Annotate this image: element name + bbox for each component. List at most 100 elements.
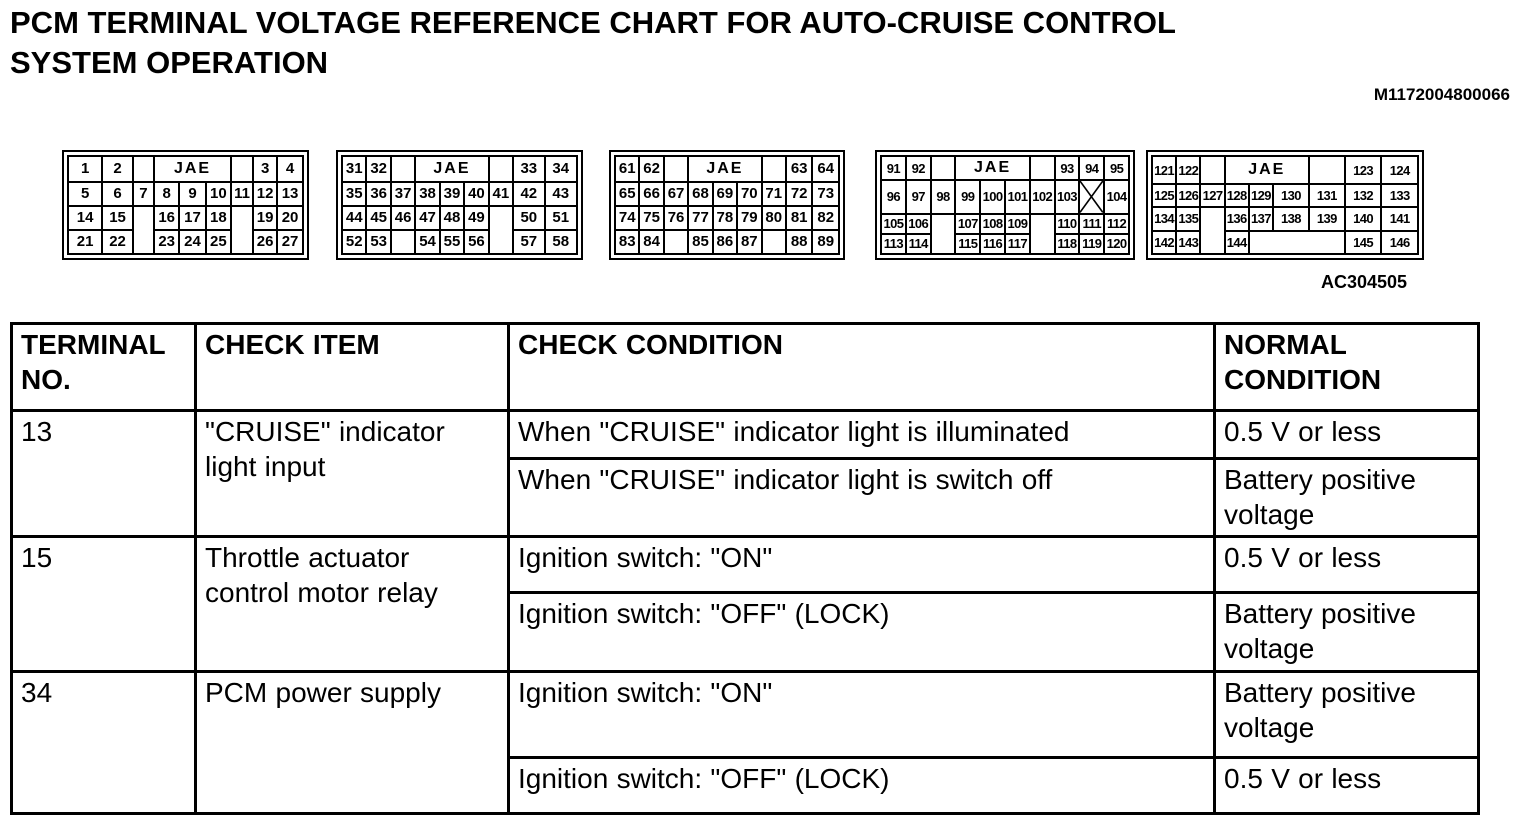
connector-pin-88: 88 [784, 228, 814, 256]
connector-gap [231, 230, 253, 254]
connector-pin-141: 141 [1380, 206, 1419, 232]
connector-pin-23: 23 [152, 228, 181, 256]
col-header-normal-condition: NORMAL CONDITION [1213, 322, 1480, 412]
page-title-line-1: PCM TERMINAL VOLTAGE REFERENCE CHART FOR… [10, 5, 1176, 40]
connector-pin-97: 97 [904, 179, 932, 215]
connector-pin-98: 98 [929, 179, 957, 215]
connector-pin-93: 93 [1053, 154, 1081, 182]
connector-pin-12: 12 [252, 180, 279, 207]
connector-pin-101: 101 [1003, 179, 1031, 215]
connector-pin-112: 112 [1103, 212, 1130, 235]
connector-pin-99: 99 [954, 179, 982, 215]
table-row: When "CRUISE" indicator light is switch … [12, 456, 1480, 539]
connector-pin-57: 57 [512, 228, 546, 256]
normal-condition-cell: Battery positive voltage [1213, 669, 1480, 759]
figure-code: AC304505 [1321, 272, 1408, 292]
connector-pin-31: 31 [340, 155, 368, 183]
connector-pin-26: 26 [252, 228, 279, 256]
connector-pin-56: 56 [463, 228, 490, 256]
connector-gap [1309, 231, 1345, 254]
connector-pin-104: 104 [1103, 179, 1130, 215]
connector-gap [1030, 234, 1055, 254]
connector-maker-label: JAE [687, 155, 763, 183]
connector-pin-117: 117 [1003, 232, 1031, 256]
connector-gap [931, 156, 956, 180]
connector-pin-92: 92 [904, 154, 932, 182]
connector-pin-43: 43 [543, 180, 579, 207]
check-condition-cell: When "CRUISE" indicator light is illumin… [507, 409, 1216, 460]
connector-pin-136: 136 [1223, 206, 1250, 232]
connector-pin-121: 121 [1150, 155, 1178, 185]
connector-pin-129: 129 [1247, 182, 1275, 209]
connector-pin-55: 55 [438, 228, 466, 256]
connector-gap [133, 206, 154, 230]
page-title: PCM TERMINAL VOLTAGE REFERENCE CHART FOR… [10, 3, 1176, 83]
connector-pin-38: 38 [414, 180, 441, 207]
connector-pin-130: 130 [1272, 182, 1310, 209]
connector-pin-65: 65 [613, 180, 641, 207]
blocked-pin-x-icon [1078, 179, 1106, 215]
connector-pin-81: 81 [784, 204, 814, 231]
connector-pin-35: 35 [340, 180, 368, 207]
connector-pin-86: 86 [711, 228, 739, 256]
connector-pin-133: 133 [1380, 182, 1419, 209]
connector-pin-89: 89 [811, 228, 840, 256]
connector-pin-9: 9 [178, 180, 207, 207]
connector-pin-134: 134 [1150, 206, 1178, 232]
connector-pin-54: 54 [414, 228, 441, 256]
col-header-terminal-no: TERMINAL NO. [10, 322, 197, 412]
connector-pin-138: 138 [1272, 206, 1310, 232]
connector-pin-41: 41 [487, 180, 515, 207]
connector-gap [1030, 214, 1055, 234]
check-item-cell: PCM power supply [194, 669, 510, 815]
connector-pin-127: 127 [1199, 182, 1226, 209]
connector-pin-8: 8 [152, 180, 181, 207]
normal-condition-cell: 0.5 V or less [1213, 409, 1480, 460]
connector-pin-27: 27 [276, 228, 304, 256]
connector-pin-94: 94 [1078, 154, 1106, 182]
connector-pin-74: 74 [613, 204, 641, 231]
connector-pin-120: 120 [1103, 232, 1130, 256]
connector-maker-label: JAE [152, 155, 233, 183]
connector-pin-22: 22 [101, 228, 134, 256]
connector-gap [489, 230, 513, 254]
col-header-check-condition: CHECK CONDITION [507, 322, 1216, 412]
connector-pin-119: 119 [1078, 232, 1106, 256]
connector-pin-10: 10 [204, 180, 233, 207]
connector-pin-44: 44 [340, 204, 368, 231]
connector-pin-17: 17 [178, 204, 207, 231]
connector-pin-77: 77 [687, 204, 714, 231]
connector-pin-45: 45 [365, 204, 392, 231]
connector-gap [1200, 231, 1224, 254]
connector-gap [762, 230, 786, 254]
connector-pin-139: 139 [1307, 206, 1346, 232]
connector-pin-110: 110 [1053, 212, 1081, 235]
connector-gap [133, 230, 154, 254]
connector-pin-62: 62 [638, 155, 665, 183]
connector-pin-96: 96 [880, 179, 907, 215]
connector-pin-100: 100 [979, 179, 1006, 215]
connector-gap [1273, 231, 1309, 254]
connector-gap [133, 156, 154, 182]
connector-gap [231, 206, 253, 230]
connector-pin-33: 33 [512, 155, 546, 183]
connector-pin-39: 39 [438, 180, 466, 207]
connector-pin-6: 6 [101, 180, 134, 207]
connector-pin-34: 34 [543, 155, 579, 183]
connector-pin-70: 70 [736, 180, 763, 207]
connector-pin-25: 25 [204, 228, 233, 256]
connector-gap [1200, 207, 1224, 230]
connector-pin-144: 144 [1223, 229, 1250, 256]
connector-pin-61: 61 [613, 155, 641, 183]
connector-pin-116: 116 [979, 232, 1006, 256]
connector-gap [1309, 156, 1345, 184]
connector-pin-106: 106 [904, 212, 932, 235]
